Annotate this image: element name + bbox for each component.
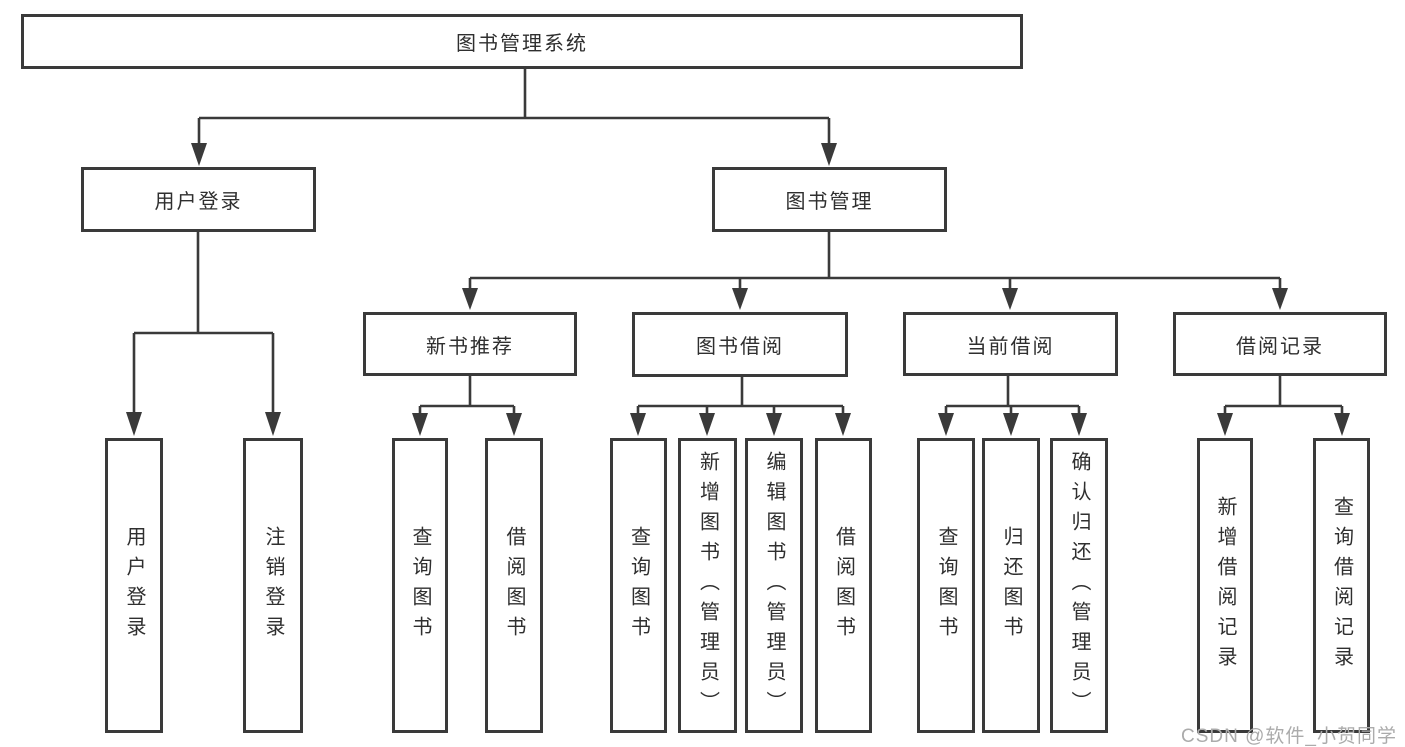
node-new-book-recommend: 新书推荐 [363, 312, 577, 376]
leaf-add-book-admin: 新增图书（管理员） [678, 438, 737, 733]
leaf-query-books-recommend-label: 查询图书 [409, 525, 431, 646]
leaf-query-borrow-record: 查询借阅记录 [1313, 438, 1370, 733]
node-root-label: 图书管理系统 [456, 33, 588, 55]
leaf-borrow-books: 借阅图书 [815, 438, 872, 733]
leaf-query-books-current-label: 查询图书 [935, 525, 957, 646]
node-book-management-label: 图书管理 [785, 191, 874, 213]
leaf-add-borrow-record-label: 新增借阅记录 [1214, 495, 1236, 676]
node-current-borrow-label: 当前借阅 [966, 335, 1055, 358]
node-root: 图书管理系统 [21, 14, 1023, 69]
node-book-borrow-label: 图书借阅 [696, 336, 784, 358]
node-book-borrow: 图书借阅 [632, 312, 848, 377]
watermark: CSDN @软件_小贺同学 [1181, 726, 1397, 747]
leaf-user-login-label: 用户登录 [123, 525, 145, 646]
node-borrow-records-label: 借阅记录 [1236, 335, 1324, 358]
leaf-query-books-recommend: 查询图书 [392, 438, 448, 733]
leaf-add-book-admin-label: 新增图书（管理员） [696, 450, 719, 721]
leaf-confirm-return-admin-label: 确认归还（管理员） [1068, 450, 1090, 721]
leaf-logout: 注销登录 [243, 438, 303, 733]
leaf-confirm-return-admin: 确认归还（管理员） [1050, 438, 1108, 733]
leaf-query-books-borrow: 查询图书 [610, 438, 667, 733]
leaf-query-books-borrow-label: 查询图书 [627, 525, 650, 646]
leaf-edit-book-admin-label: 编辑图书（管理员） [763, 450, 785, 721]
leaf-return-book: 归还图书 [982, 438, 1040, 733]
node-book-management: 图书管理 [712, 167, 947, 232]
leaf-query-books-current: 查询图书 [917, 438, 975, 733]
leaf-borrow-books-recommend: 借阅图书 [485, 438, 543, 733]
node-new-book-recommend-label: 新书推荐 [426, 335, 514, 358]
node-user-login-group-label: 用户登录 [154, 191, 243, 213]
node-current-borrow: 当前借阅 [903, 312, 1118, 376]
leaf-edit-book-admin: 编辑图书（管理员） [745, 438, 803, 733]
leaf-query-borrow-record-label: 查询借阅记录 [1330, 495, 1353, 676]
leaf-borrow-books-label: 借阅图书 [832, 525, 855, 646]
leaf-logout-label: 注销登录 [262, 525, 284, 646]
connector-paths [132, 69, 1344, 415]
arrowheads [126, 143, 1350, 436]
node-borrow-records: 借阅记录 [1173, 312, 1387, 376]
leaf-return-book-label: 归还图书 [1000, 525, 1022, 646]
leaf-borrow-books-recommend-label: 借阅图书 [503, 525, 525, 646]
leaf-user-login: 用户登录 [105, 438, 163, 733]
node-user-login-group: 用户登录 [81, 167, 316, 232]
leaf-add-borrow-record: 新增借阅记录 [1197, 438, 1253, 733]
